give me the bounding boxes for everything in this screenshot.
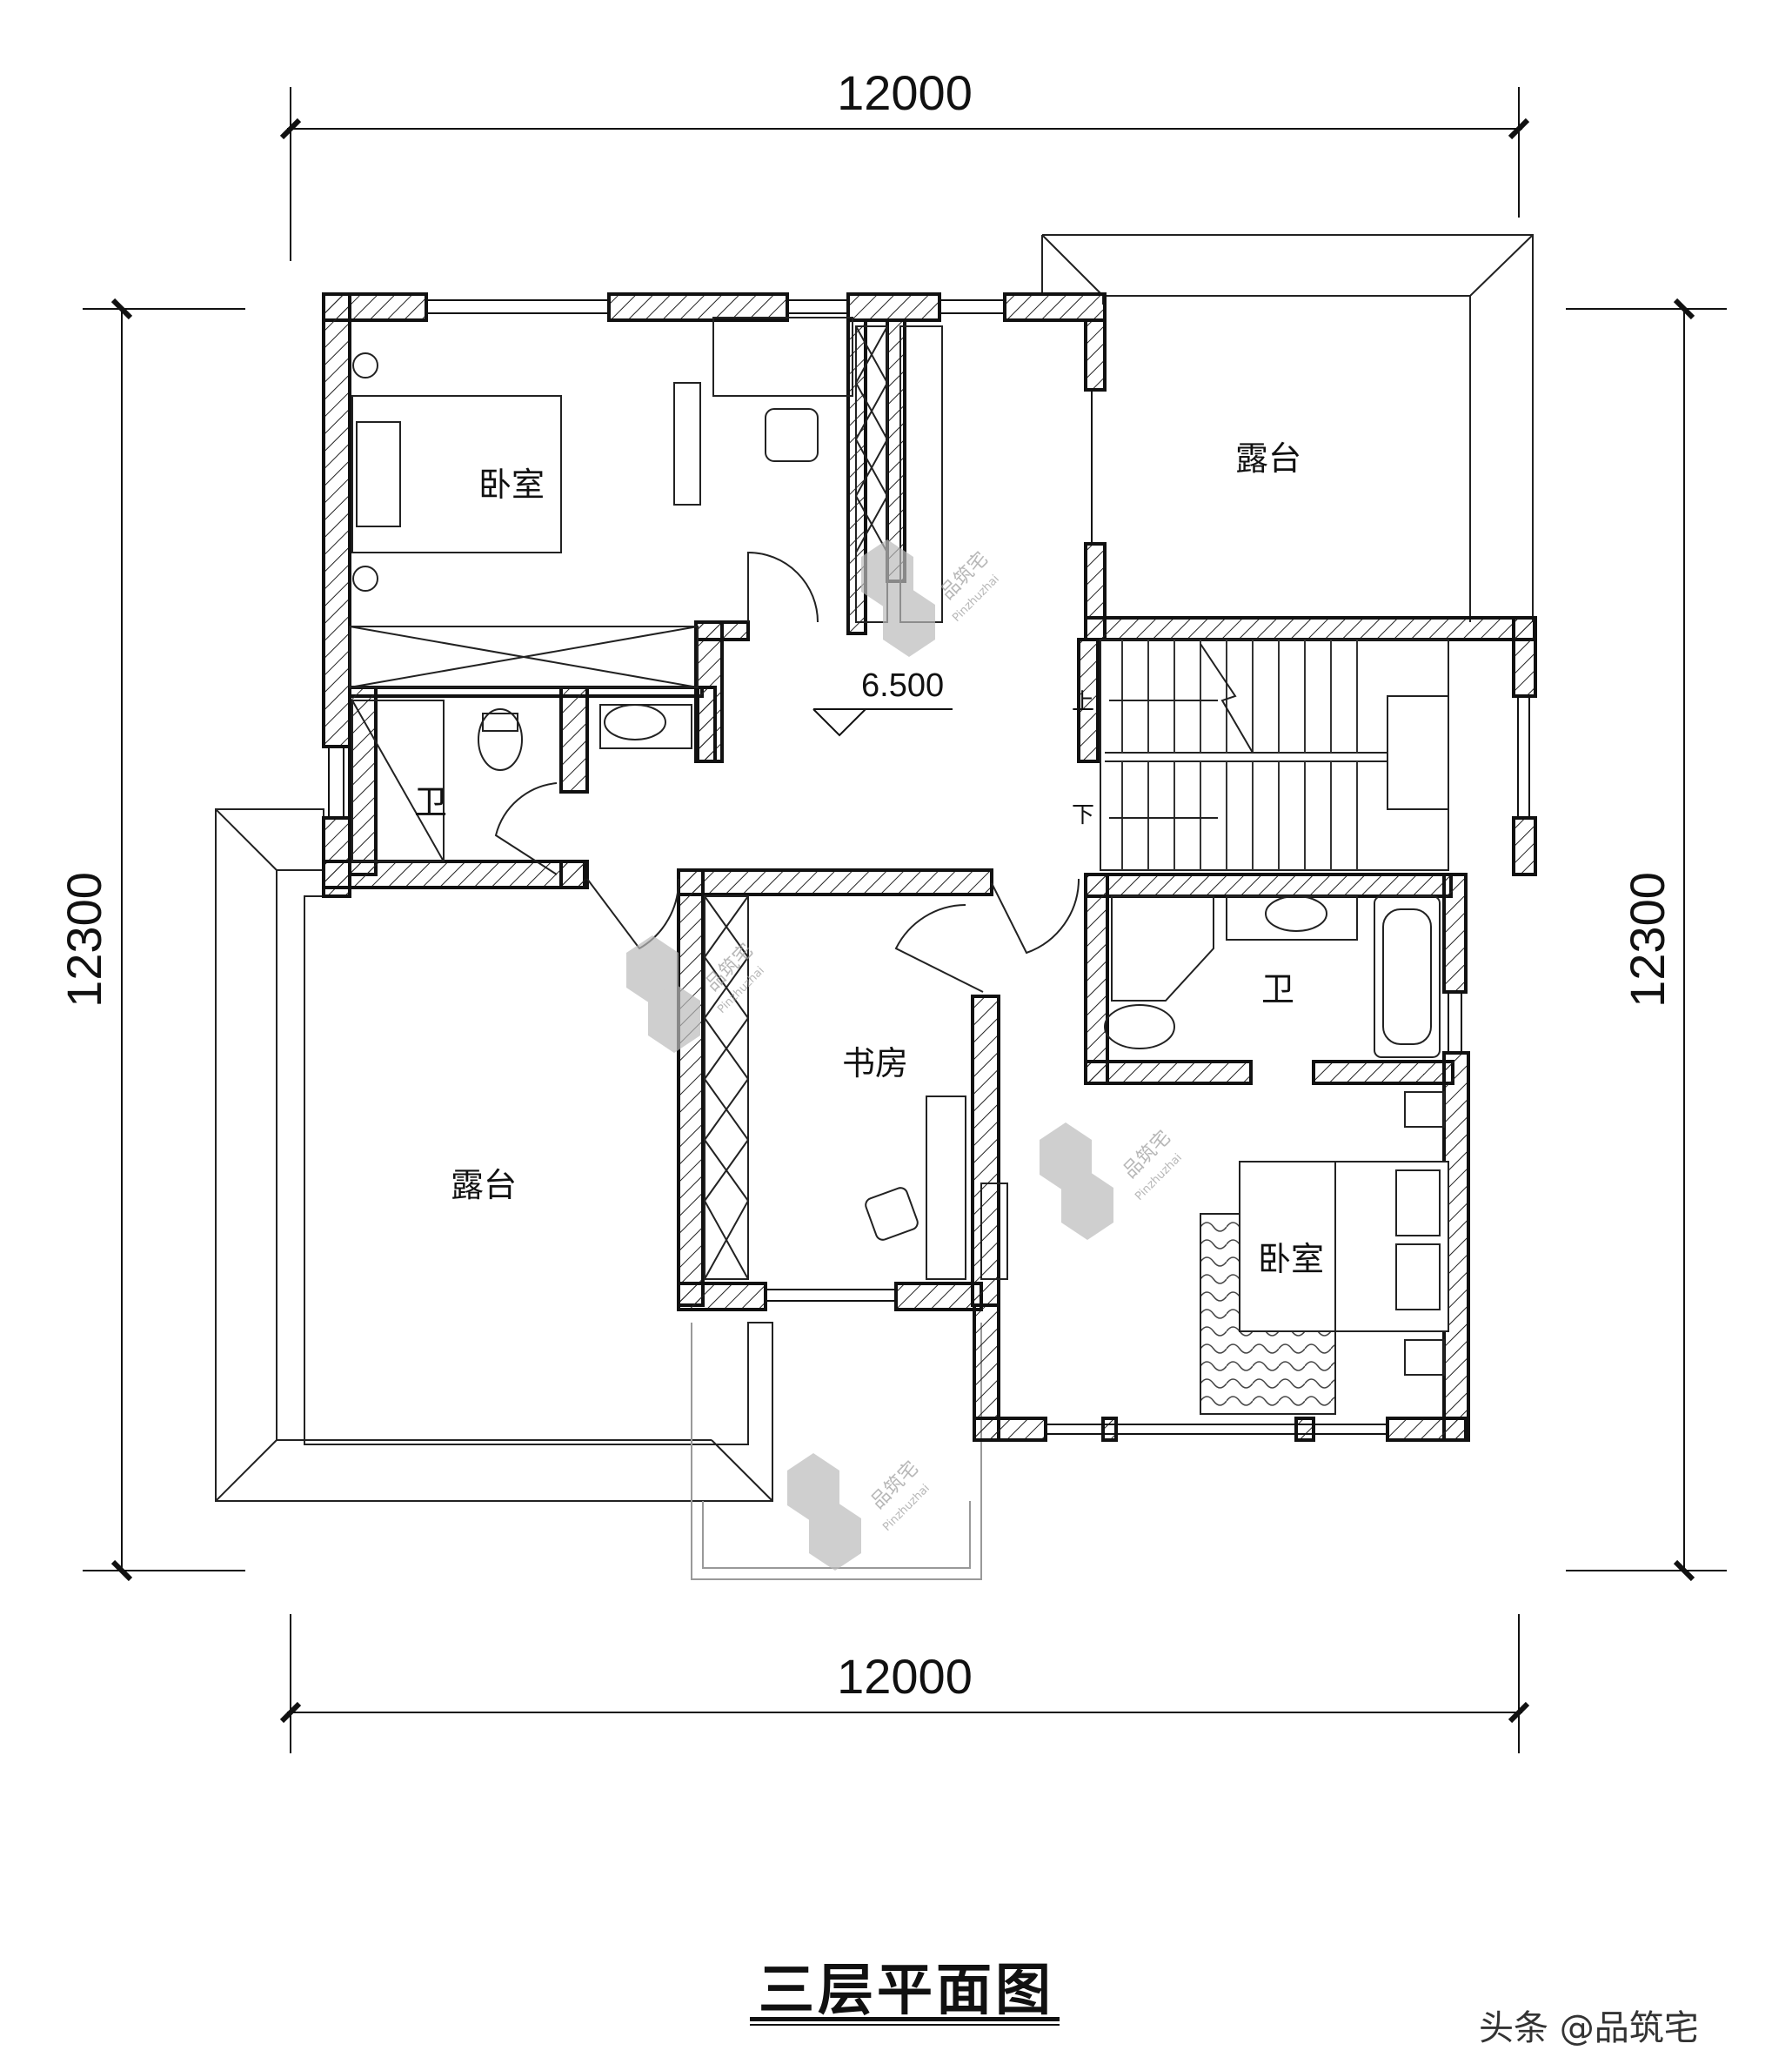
watermark-3: 品筑宅 Pinzhuzhai bbox=[1040, 1122, 1185, 1240]
level-mark bbox=[812, 708, 953, 737]
title-underline-thin bbox=[750, 2024, 1060, 2026]
drawing-title: 三层平面图 bbox=[759, 1959, 1054, 2023]
walls bbox=[322, 292, 1537, 1442]
bed-se bbox=[980, 1091, 1449, 1415]
watermark-1: 品筑宅 Pinzhuzhai bbox=[861, 539, 1002, 657]
roof-eave-ne bbox=[1041, 234, 1534, 622]
dimension-top: 12000 bbox=[279, 65, 1530, 261]
room-bedroom-nw-label: 卧室 bbox=[478, 466, 545, 504]
room-terrace-ne-label: 露台 bbox=[1235, 439, 1301, 478]
dimension-left-label: 12300 bbox=[57, 872, 111, 1008]
bath-e-fixtures bbox=[1104, 895, 1441, 1058]
room-bath-w-label: 卫 bbox=[414, 783, 447, 821]
room-bedroom-se-label: 卧室 bbox=[1258, 1240, 1324, 1278]
stair-up-label: 上 bbox=[1072, 689, 1094, 715]
dimension-bottom: 12000 bbox=[279, 1614, 1530, 1753]
room-bath-e-label: 卫 bbox=[1261, 970, 1294, 1008]
stair bbox=[1100, 639, 1449, 871]
study-fixtures bbox=[704, 895, 966, 1280]
doors bbox=[494, 551, 1080, 993]
watermark-4: 品筑宅 Pinzhuzhai bbox=[787, 1453, 933, 1571]
watermark-2: 品筑宅 Pinzhuzhai bbox=[626, 935, 767, 1053]
stair-down-label: 下 bbox=[1072, 802, 1094, 828]
dimension-top-label: 12000 bbox=[837, 65, 973, 120]
dimension-bottom-label: 12000 bbox=[837, 1649, 973, 1704]
bath-w-fixtures bbox=[351, 700, 692, 862]
dimension-right-label: 12300 bbox=[1620, 872, 1675, 1008]
title-underline bbox=[750, 2017, 1060, 2021]
windows bbox=[328, 299, 1530, 1435]
level-mark-value: 6.500 bbox=[861, 667, 944, 704]
credit-text: 头条 @品筑宅 bbox=[1479, 2008, 1699, 2048]
dimension-left: 12300 bbox=[57, 298, 245, 1582]
bed-nw bbox=[349, 317, 943, 688]
room-study-label: 书房 bbox=[842, 1044, 908, 1082]
room-terrace-w-label: 露台 bbox=[451, 1166, 517, 1204]
dimension-right: 12300 bbox=[1566, 298, 1727, 1582]
